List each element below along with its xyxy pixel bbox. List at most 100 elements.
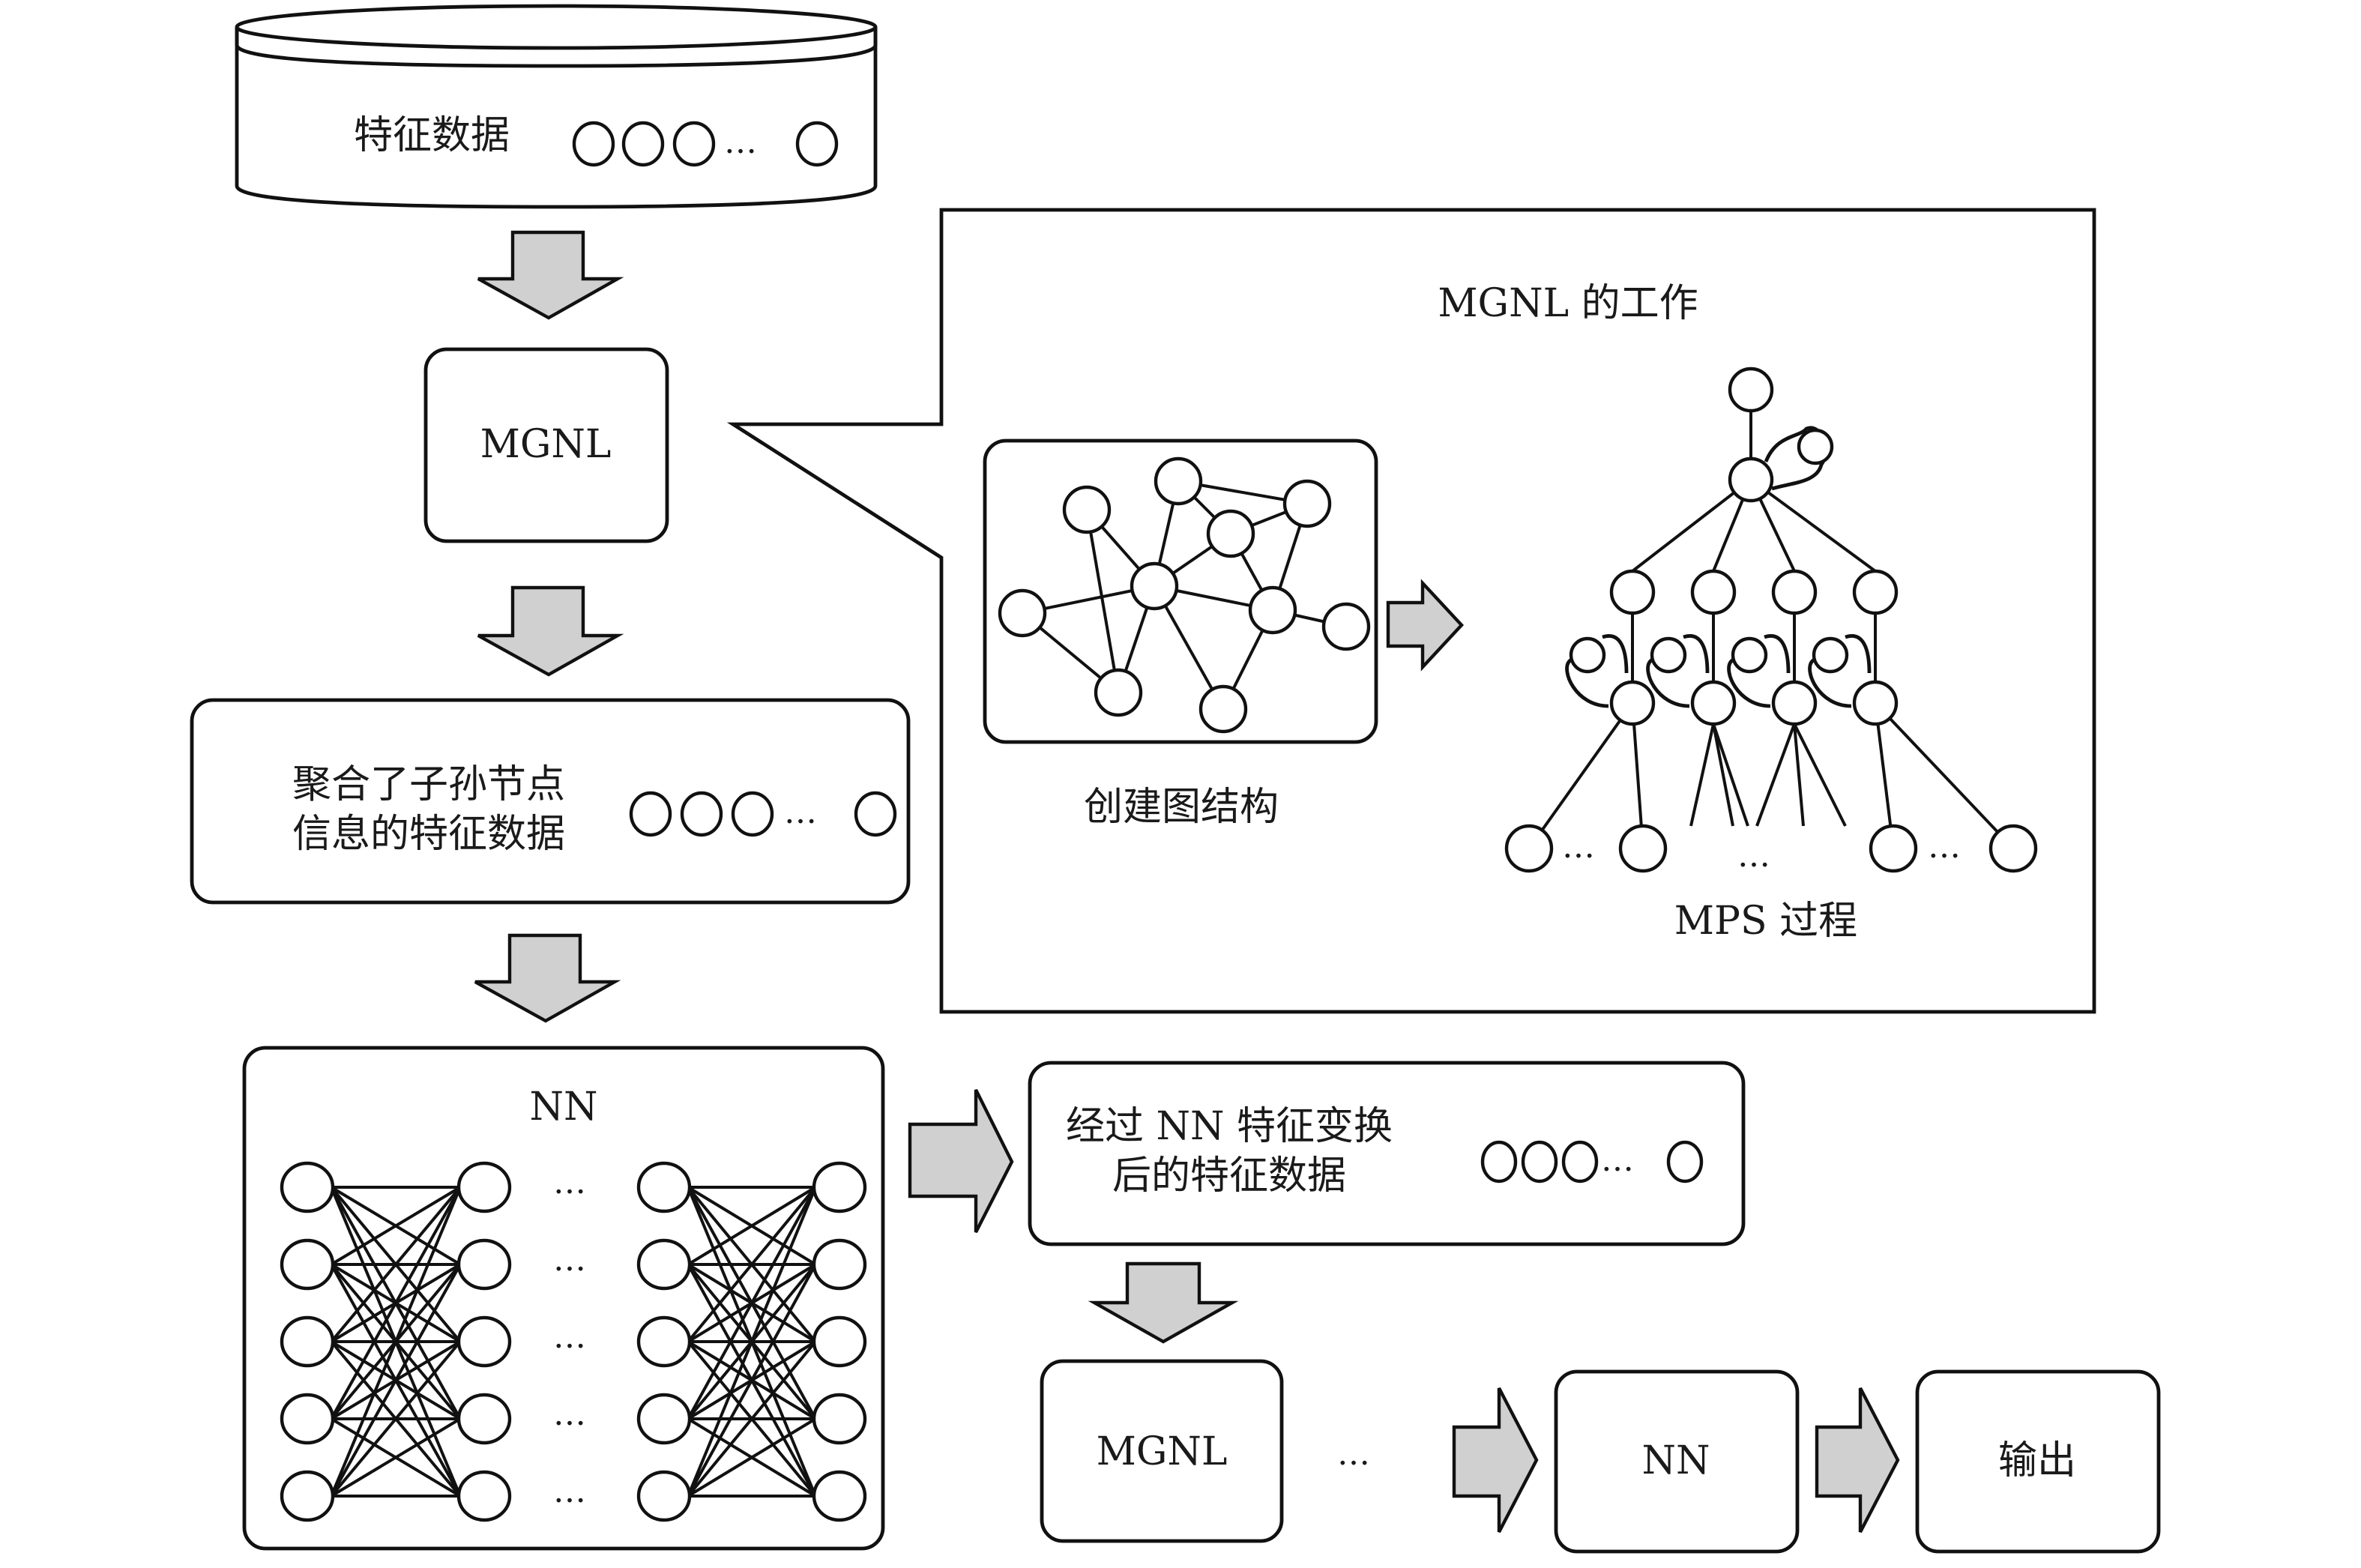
feature-cell: [1521, 1140, 1558, 1183]
nn-neuron: [456, 1470, 512, 1522]
tree-ellipsis: …: [1562, 827, 1595, 866]
transformed-feature-box: 经过 NN 特征变换 后的特征数据 …: [1028, 1061, 1746, 1246]
nn-neuron: [456, 1161, 512, 1213]
nn-neuron: [280, 1470, 335, 1522]
output-box: 输出: [1915, 1369, 2161, 1554]
mps-caption: MPS 过程: [1674, 899, 1857, 944]
tree-edge: [1874, 702, 1895, 849]
nn-neuron: [636, 1393, 692, 1445]
nn-connection: [330, 1417, 462, 1498]
tree-node: [1609, 680, 1656, 726]
tree-leaf-node: [1618, 824, 1668, 873]
nn-neuron: [812, 1470, 867, 1522]
nn-neuron: [280, 1161, 335, 1213]
tree-node: [1852, 680, 1899, 726]
aggregated-label-line2: 信息的特征数据: [292, 812, 565, 857]
self-loop-node: [1650, 636, 1687, 674]
nn-neuron: [280, 1315, 335, 1368]
graph-node: [1198, 684, 1248, 734]
output-label: 输出: [1998, 1438, 2076, 1483]
feature-cell: [572, 121, 615, 167]
down-arrow-icon: [477, 585, 624, 677]
graph-structure: [983, 438, 1378, 744]
nn-neuron: [636, 1470, 692, 1522]
graph-node: [1248, 585, 1297, 635]
tree-node: [1728, 367, 1774, 413]
nn-neuron: [456, 1315, 512, 1368]
feature-cell: [1480, 1140, 1518, 1183]
feature-cell: [672, 121, 716, 167]
tree-node: [1609, 569, 1656, 615]
tree-edge: [1793, 723, 1805, 827]
tree-node: [1728, 456, 1774, 503]
transformed-feature-vector: …: [1480, 1140, 1704, 1183]
right-arrow-icon: [908, 1089, 1014, 1234]
tree-ellipsis: …: [1737, 836, 1770, 875]
nn-connection: [687, 1417, 817, 1498]
nn-connection: [330, 1186, 462, 1266]
tree-node: [1771, 569, 1818, 615]
feature-cell: [854, 791, 897, 837]
nn-neuron: [456, 1393, 512, 1445]
tree-leaf-node: [1504, 824, 1554, 873]
feature-cell: [680, 791, 723, 837]
nn-neuron: [812, 1238, 867, 1291]
right-arrow-icon: [1386, 579, 1465, 672]
aggregated-label-line1: 聚合了子孙节点: [292, 762, 565, 807]
nn-box: NN ……………: [242, 1046, 885, 1551]
nn-connection: [687, 1186, 817, 1420]
nn-ellipsis: …: [553, 1240, 586, 1279]
graph-node: [1154, 456, 1203, 506]
nn-neuron: [812, 1315, 867, 1368]
self-loop-node: [1569, 636, 1606, 674]
nn-connection: [330, 1340, 462, 1498]
tree-node: [1771, 680, 1818, 726]
feature-cell: [629, 791, 672, 837]
feature-cell: [731, 791, 774, 837]
nn-neuron: [812, 1161, 867, 1213]
feature-ellipsis: …: [724, 123, 757, 161]
bottom-mgnl-box: MGNL: [1040, 1359, 1284, 1543]
bottom-mgnl-label: MGNL: [1097, 1429, 1228, 1474]
graph-node: [1321, 602, 1371, 651]
nn-ellipsis: …: [553, 1163, 586, 1201]
right-arrow-icon: [1815, 1387, 1900, 1534]
tree-edge: [1712, 723, 1734, 827]
nn-neuron: [636, 1238, 692, 1291]
down-arrow-icon: [474, 933, 621, 1023]
callout-title: MGNL 的工作: [1438, 281, 1698, 326]
nn-neuron: [280, 1393, 335, 1445]
nn-neuron: [812, 1393, 867, 1445]
tree-node: [1690, 680, 1737, 726]
self-loop-node: [1731, 636, 1768, 674]
down-arrow-icon: [1088, 1261, 1239, 1344]
feature-cell: [621, 121, 665, 167]
nn-connection: [330, 1186, 462, 1420]
graph-node: [1206, 509, 1255, 558]
nn-connection: [687, 1264, 817, 1497]
tree-node: [1852, 569, 1899, 615]
nn-ellipsis: …: [553, 1395, 586, 1433]
tree-edge: [1689, 723, 1715, 827]
bottom-nn-box: NN: [1554, 1369, 1800, 1554]
tree-edge: [1793, 723, 1847, 827]
mgnl-label: MGNL: [480, 422, 612, 467]
tree-edge: [1631, 478, 1752, 573]
mgnl-box: MGNL: [423, 347, 669, 543]
graph-caption: 创建图结构: [1084, 785, 1279, 830]
graph-node: [1282, 479, 1332, 528]
graph-node: [1130, 561, 1179, 611]
tree-edge: [1528, 702, 1634, 850]
feature-ellipsis: …: [1601, 1141, 1634, 1179]
graph-node: [1062, 485, 1112, 534]
nn-connection: [330, 1186, 462, 1343]
feature-data-database: 特征数据 …: [235, 4, 878, 209]
self-loop-node: [1797, 428, 1834, 465]
nn-neuron: [636, 1315, 692, 1368]
mps-tree: … … …: [1504, 367, 2038, 875]
nn-layer-left: [280, 1161, 512, 1522]
tree-ellipsis: …: [1928, 827, 1961, 866]
nn-neuron: [280, 1238, 335, 1291]
